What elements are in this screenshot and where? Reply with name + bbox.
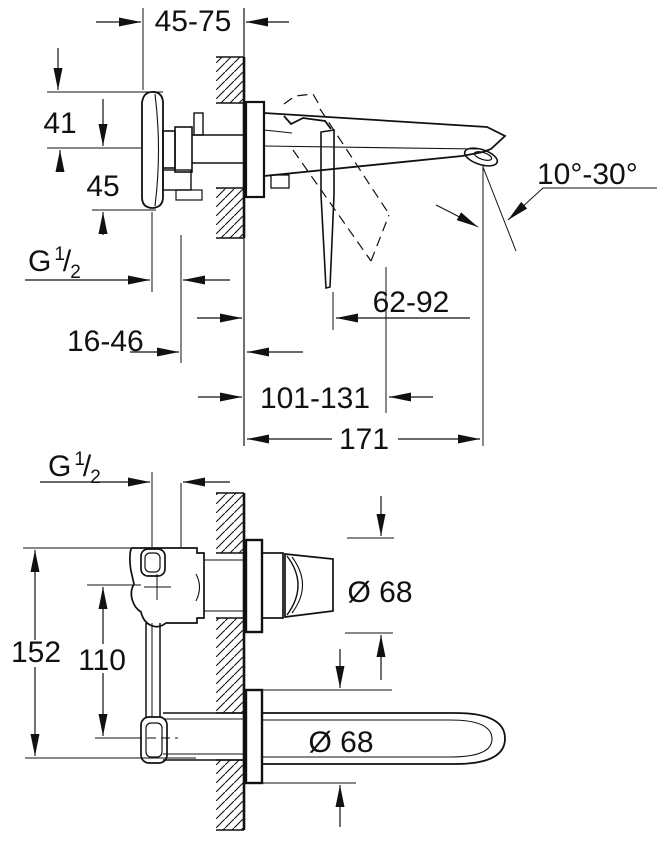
dim-height-below-center: 45 [86, 170, 119, 203]
extension-lines-bottom-view [23, 472, 394, 784]
spout-plan-view [244, 688, 506, 785]
wall-section-top-view [216, 8, 246, 446]
aerator [463, 147, 499, 167]
dim-spout-angle-range: 10°-30° [537, 158, 638, 191]
concealed-body-plan [129, 547, 246, 764]
dim-rough-in-height: 152 [11, 636, 61, 669]
dimension-arrows-top-view [25, 17, 480, 444]
dim-port-center-distance: 110 [78, 644, 126, 677]
dim-spout-reach: 171 [339, 423, 389, 456]
dimension-arrows-bottom-view [30, 477, 386, 827]
dim-thread-end-to-wall: 16-46 [67, 325, 144, 358]
concealed-body [141, 91, 246, 209]
spout-angle-annotation [435, 166, 657, 446]
escutcheon-handle-plan [244, 538, 264, 634]
dim-escutcheon-diameter-bottom: Ø 68 [308, 726, 373, 759]
handle-plan-view [244, 538, 334, 634]
escutcheon-spout-plan [244, 688, 264, 785]
extension-lines-top-view [47, 8, 387, 413]
dim-lever-projection-open: 101-131 [260, 382, 370, 415]
dim-escutcheon-diameter-top: Ø 68 [347, 576, 412, 609]
wall-section-bottom-view [216, 492, 246, 831]
dim-wall-depth-range: 45-75 [155, 5, 232, 38]
dim-lever-projection-closed: 62-92 [373, 286, 450, 319]
top-view: 45-75 41 45 G1/2 16-46 62-92 101-131 171… [25, 5, 657, 456]
lever-handle-side-view [270, 93, 390, 290]
lever-open-position-dashed [283, 93, 390, 262]
dim-height-above-center: 41 [43, 107, 76, 140]
escutcheon-side-view [244, 100, 266, 199]
spout-side-view [244, 100, 507, 199]
